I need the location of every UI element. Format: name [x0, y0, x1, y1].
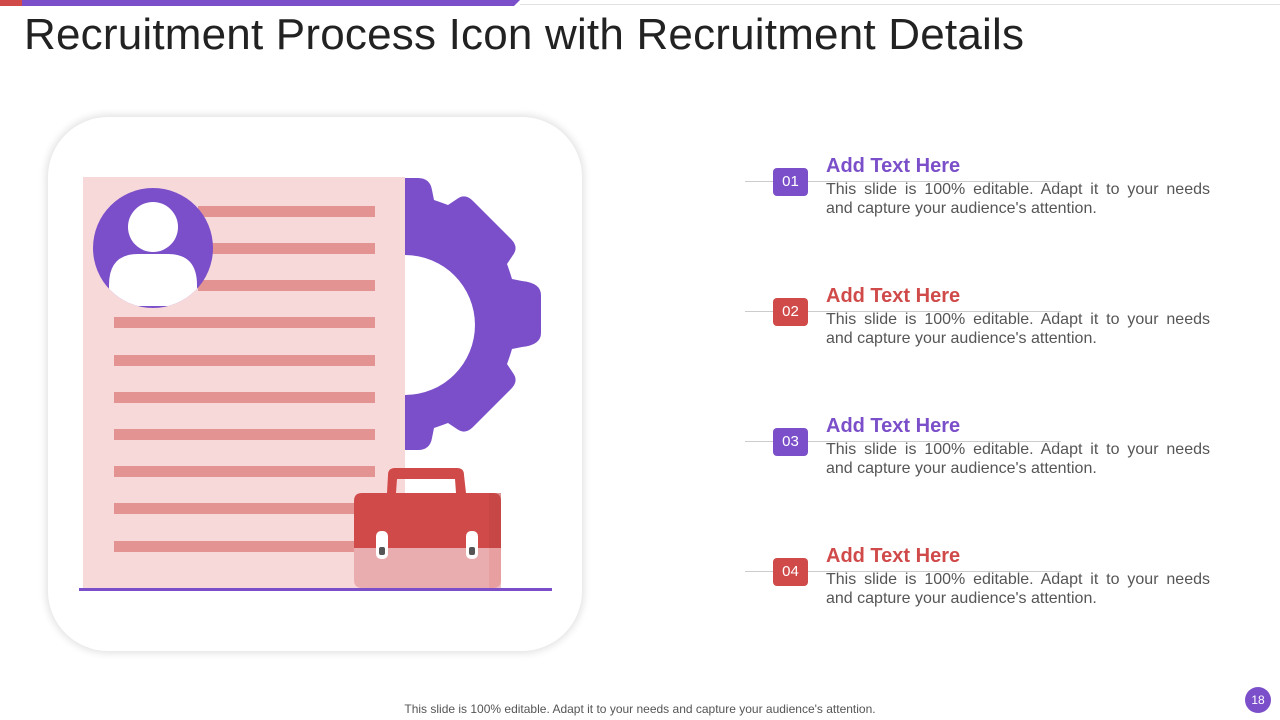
item-description: This slide is 100% editable. Adapt it to… — [826, 441, 1210, 477]
baseline-rule — [79, 588, 552, 591]
item-number-badge: 01 — [773, 168, 808, 196]
item-number-badge: 02 — [773, 298, 808, 326]
slide-title: Recruitment Process Icon with Recruitmen… — [24, 10, 1025, 59]
item-description: This slide is 100% editable. Adapt it to… — [826, 181, 1210, 217]
item-heading: Add Text Here — [826, 545, 965, 568]
top-accent-bar — [0, 0, 1280, 6]
item-rule — [745, 311, 1061, 312]
top-accent-red — [0, 0, 22, 6]
briefcase-icon — [354, 468, 501, 588]
item-heading: Add Text Here — [826, 415, 965, 438]
item-rule — [745, 441, 1061, 442]
top-accent-purple — [22, 0, 520, 6]
item-description: This slide is 100% editable. Adapt it to… — [826, 311, 1210, 347]
gear-icon — [405, 178, 541, 450]
item-number-badge: 04 — [773, 558, 808, 586]
item-heading: Add Text Here — [826, 285, 965, 308]
footer-note: This slide is 100% editable. Adapt it to… — [404, 702, 876, 716]
list-item-2: 02 Add Text Here This slide is 100% edit… — [745, 285, 1225, 376]
page-number-badge: 18 — [1245, 687, 1271, 713]
item-heading: Add Text Here — [826, 155, 965, 178]
item-description: This slide is 100% editable. Adapt it to… — [826, 571, 1210, 607]
item-rule — [745, 571, 1061, 572]
user-avatar-icon — [93, 188, 213, 308]
list-item-4: 04 Add Text Here This slide is 100% edit… — [745, 545, 1225, 636]
item-rule — [745, 181, 1061, 182]
list-item-3: 03 Add Text Here This slide is 100% edit… — [745, 415, 1225, 506]
recruitment-illustration — [79, 177, 552, 591]
item-number-badge: 03 — [773, 428, 808, 456]
list-item-1: 01 Add Text Here This slide is 100% edit… — [745, 155, 1225, 246]
top-accent-line — [520, 4, 1280, 5]
